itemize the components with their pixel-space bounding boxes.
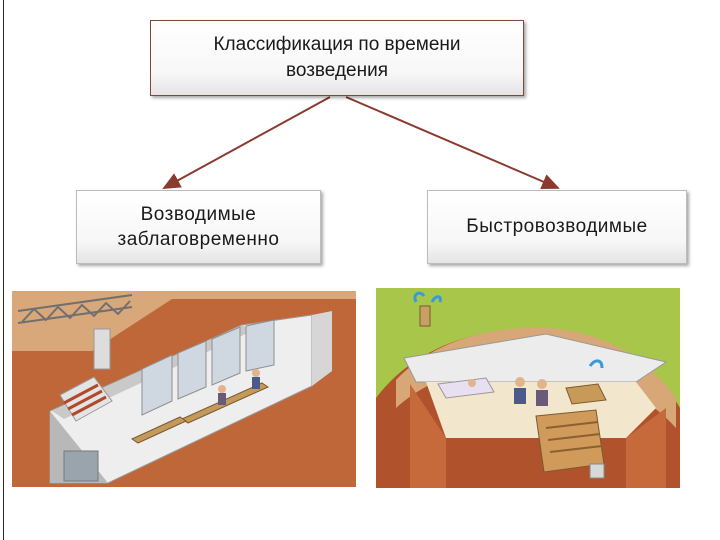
- connector-root-to-right: [346, 97, 558, 188]
- child-node-label-advance: Возводимые заблаговременно: [77, 202, 320, 252]
- permanent-shelter-illustration: [12, 291, 356, 487]
- connector-root-to-left: [164, 97, 330, 188]
- child-node-quick-built: Быстровозводимые: [427, 190, 687, 264]
- child-node-label-quick: Быстровозводимые: [466, 216, 647, 238]
- child-node-advance-built: Возводимые заблаговременно: [76, 190, 321, 264]
- quick-built-shelter-illustration: [376, 288, 680, 488]
- bucket: [590, 464, 604, 478]
- root-node-box: Классификация по времени возведения: [150, 20, 524, 96]
- root-node-label: Классификация по времени возведения: [181, 32, 493, 84]
